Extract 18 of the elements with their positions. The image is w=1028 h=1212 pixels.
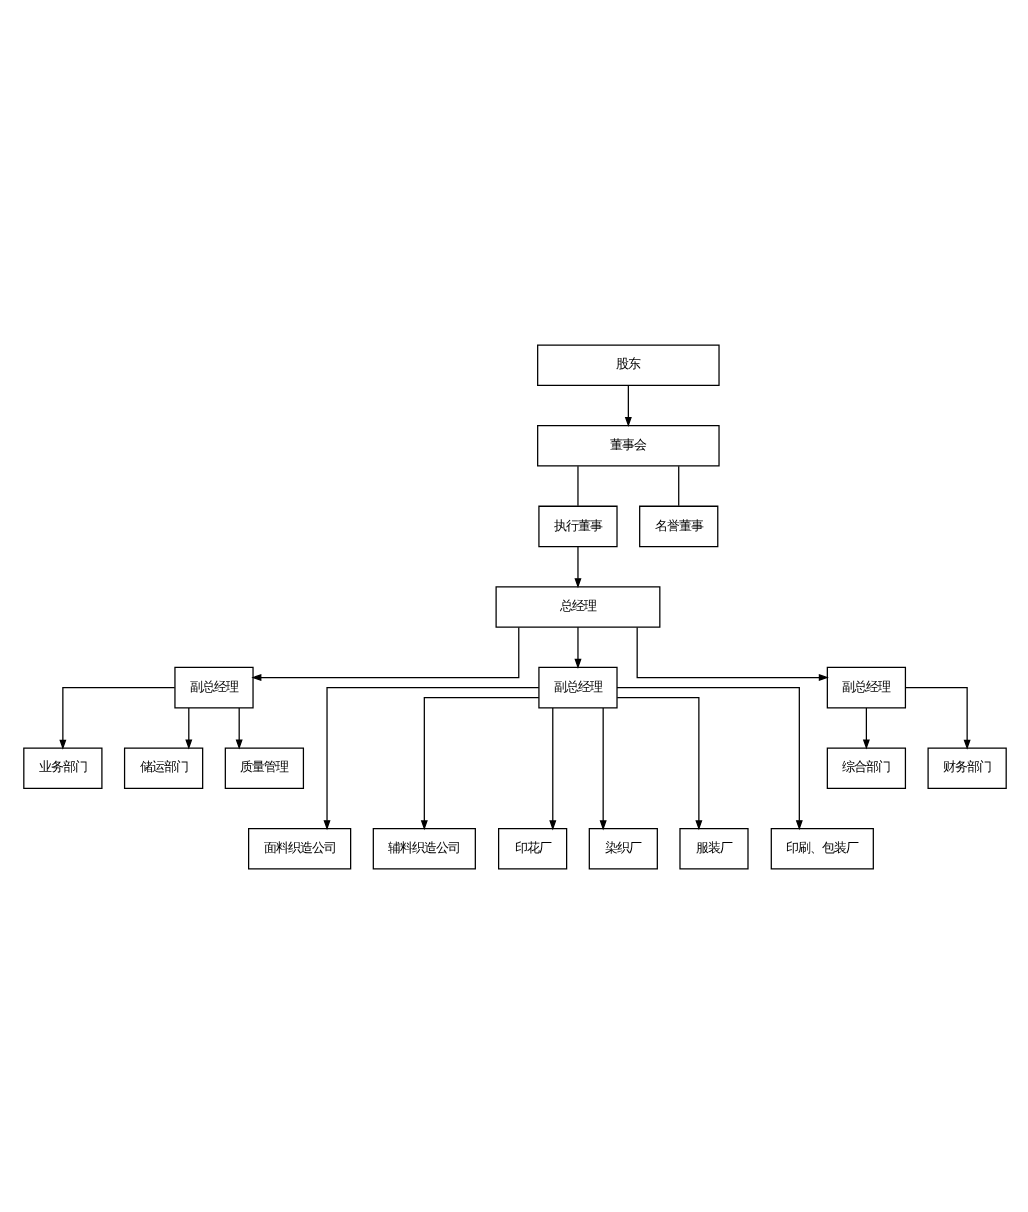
arrow <box>573 625 581 668</box>
arrow <box>250 625 519 681</box>
arrow <box>184 706 192 749</box>
connector <box>677 464 679 506</box>
arrow <box>615 685 802 830</box>
arrow <box>58 685 175 749</box>
arrow <box>623 383 631 427</box>
arrow <box>861 706 869 749</box>
arrow <box>615 696 702 830</box>
arrow <box>234 706 242 749</box>
arrow <box>573 545 581 588</box>
arrow <box>548 706 556 830</box>
arrow <box>322 685 539 830</box>
arrow <box>598 706 606 830</box>
arrow <box>904 685 970 749</box>
arrow <box>635 625 828 681</box>
connector <box>576 464 578 506</box>
arrow <box>419 696 539 830</box>
